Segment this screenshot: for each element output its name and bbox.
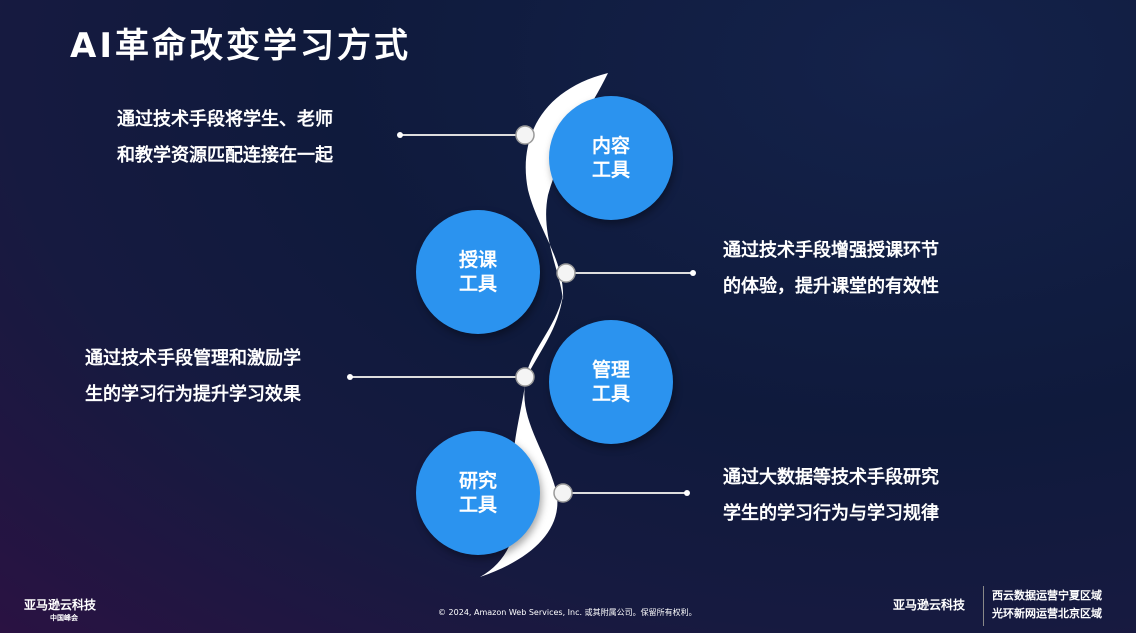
page-title: AI革命改变学习方式 — [70, 26, 411, 66]
tool-name: 工具 — [458, 494, 497, 516]
endpoint-dot — [690, 270, 696, 276]
endpoint-dot — [397, 132, 403, 138]
footer-divider — [983, 586, 984, 626]
tool-description: 通过技术手段管理和激励学生的学习行为提升学习效果 — [85, 348, 301, 405]
footer-logo-right: 亚马逊云科技 — [893, 598, 966, 612]
swoosh-top — [525, 73, 608, 300]
tool-circle-content: 内容工具 — [549, 96, 673, 220]
node-dot — [553, 483, 573, 503]
tool-name: 内容 — [591, 135, 630, 157]
tool-name: 工具 — [458, 273, 497, 295]
tool-description: 通过大数据等技术手段研究学生的学习行为与学习规律 — [723, 467, 939, 524]
tool-name: 授课 — [458, 249, 497, 271]
tool-name: 工具 — [591, 383, 630, 405]
endpoint-dot — [684, 490, 690, 496]
tool-name: 研究 — [458, 470, 497, 492]
copyright: © 2024, Amazon Web Services, Inc. 或其附属公司… — [438, 608, 697, 617]
tool-circle-research: 研究工具 — [416, 431, 540, 555]
tool-description: 通过技术手段将学生、老师和教学资源匹配连接在一起 — [117, 109, 333, 166]
tool-description: 通过技术手段增强授课环节的体验，提升课堂的有效性 — [723, 240, 939, 297]
swoosh-mid — [525, 295, 563, 380]
node-dot — [556, 263, 576, 283]
node-dot — [515, 367, 535, 387]
footer-regions: 西云数据运营宁夏区域光环新网运营北京区域 — [992, 589, 1102, 620]
tool-name: 管理 — [591, 359, 630, 381]
node-dot — [515, 125, 535, 145]
tool-circle-management: 管理工具 — [549, 320, 673, 444]
tool-circle-teaching: 授课工具 — [416, 210, 540, 334]
footer-logo-left: 亚马逊云科技中国峰会 — [24, 598, 97, 622]
tool-name: 工具 — [591, 159, 630, 181]
endpoint-dot — [347, 374, 353, 380]
